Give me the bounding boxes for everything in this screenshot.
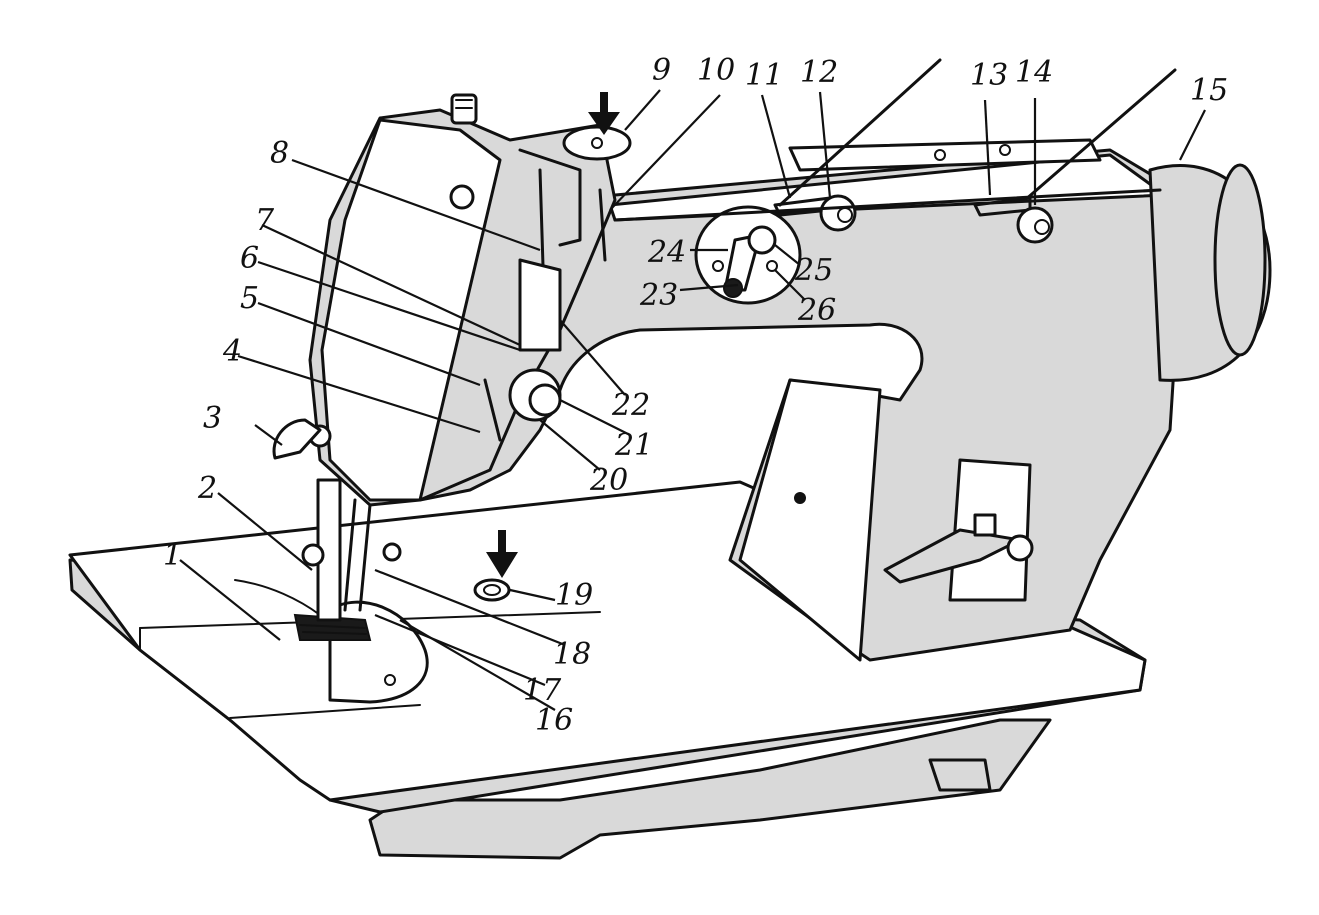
callout-20: 20 [589, 463, 628, 498]
callout-19: 19 [555, 578, 593, 613]
callout-7: 7 [255, 203, 275, 238]
callout-8: 8 [270, 136, 289, 171]
oil-holes [473, 125, 632, 602]
callout-22: 22 [611, 388, 650, 423]
callout-11: 11 [745, 58, 783, 93]
callout-17: 17 [523, 673, 562, 708]
callout-2: 2 [197, 471, 217, 506]
bobbin-winder-plate [694, 205, 802, 305]
machine-base [368, 718, 1052, 860]
arrow-bed [486, 530, 518, 578]
callout-14: 14 [1015, 55, 1053, 90]
callout-6: 6 [240, 241, 259, 276]
callout-5: 5 [240, 281, 259, 316]
callout-26: 26 [797, 293, 836, 328]
callout-12: 12 [800, 55, 838, 90]
callout-13: 13 [970, 58, 1008, 93]
handwheel [1148, 163, 1272, 382]
callout-16: 16 [535, 703, 573, 738]
callout-labels: 1 2 3 4 5 6 7 8 9 10 11 12 13 14 15 16 1… [163, 53, 1228, 738]
callout-3: 3 [203, 401, 222, 436]
callout-24: 24 [647, 235, 686, 270]
callout-1: 1 [163, 538, 182, 573]
callout-18: 18 [553, 637, 591, 672]
stitch-regulator [883, 458, 1034, 602]
thread-guides [613, 58, 1177, 244]
callout-21: 21 [614, 428, 653, 463]
leader-lines [179, 89, 1206, 711]
callout-4: 4 [222, 334, 242, 369]
callout-23: 23 [639, 278, 678, 313]
callout-10: 10 [697, 53, 735, 88]
presser-foot [293, 478, 402, 641]
callout-9: 9 [652, 53, 671, 88]
arrow-top [588, 92, 620, 135]
callout-25: 25 [794, 253, 833, 288]
callout-15: 15 [1190, 73, 1228, 108]
machine-head [272, 93, 617, 507]
